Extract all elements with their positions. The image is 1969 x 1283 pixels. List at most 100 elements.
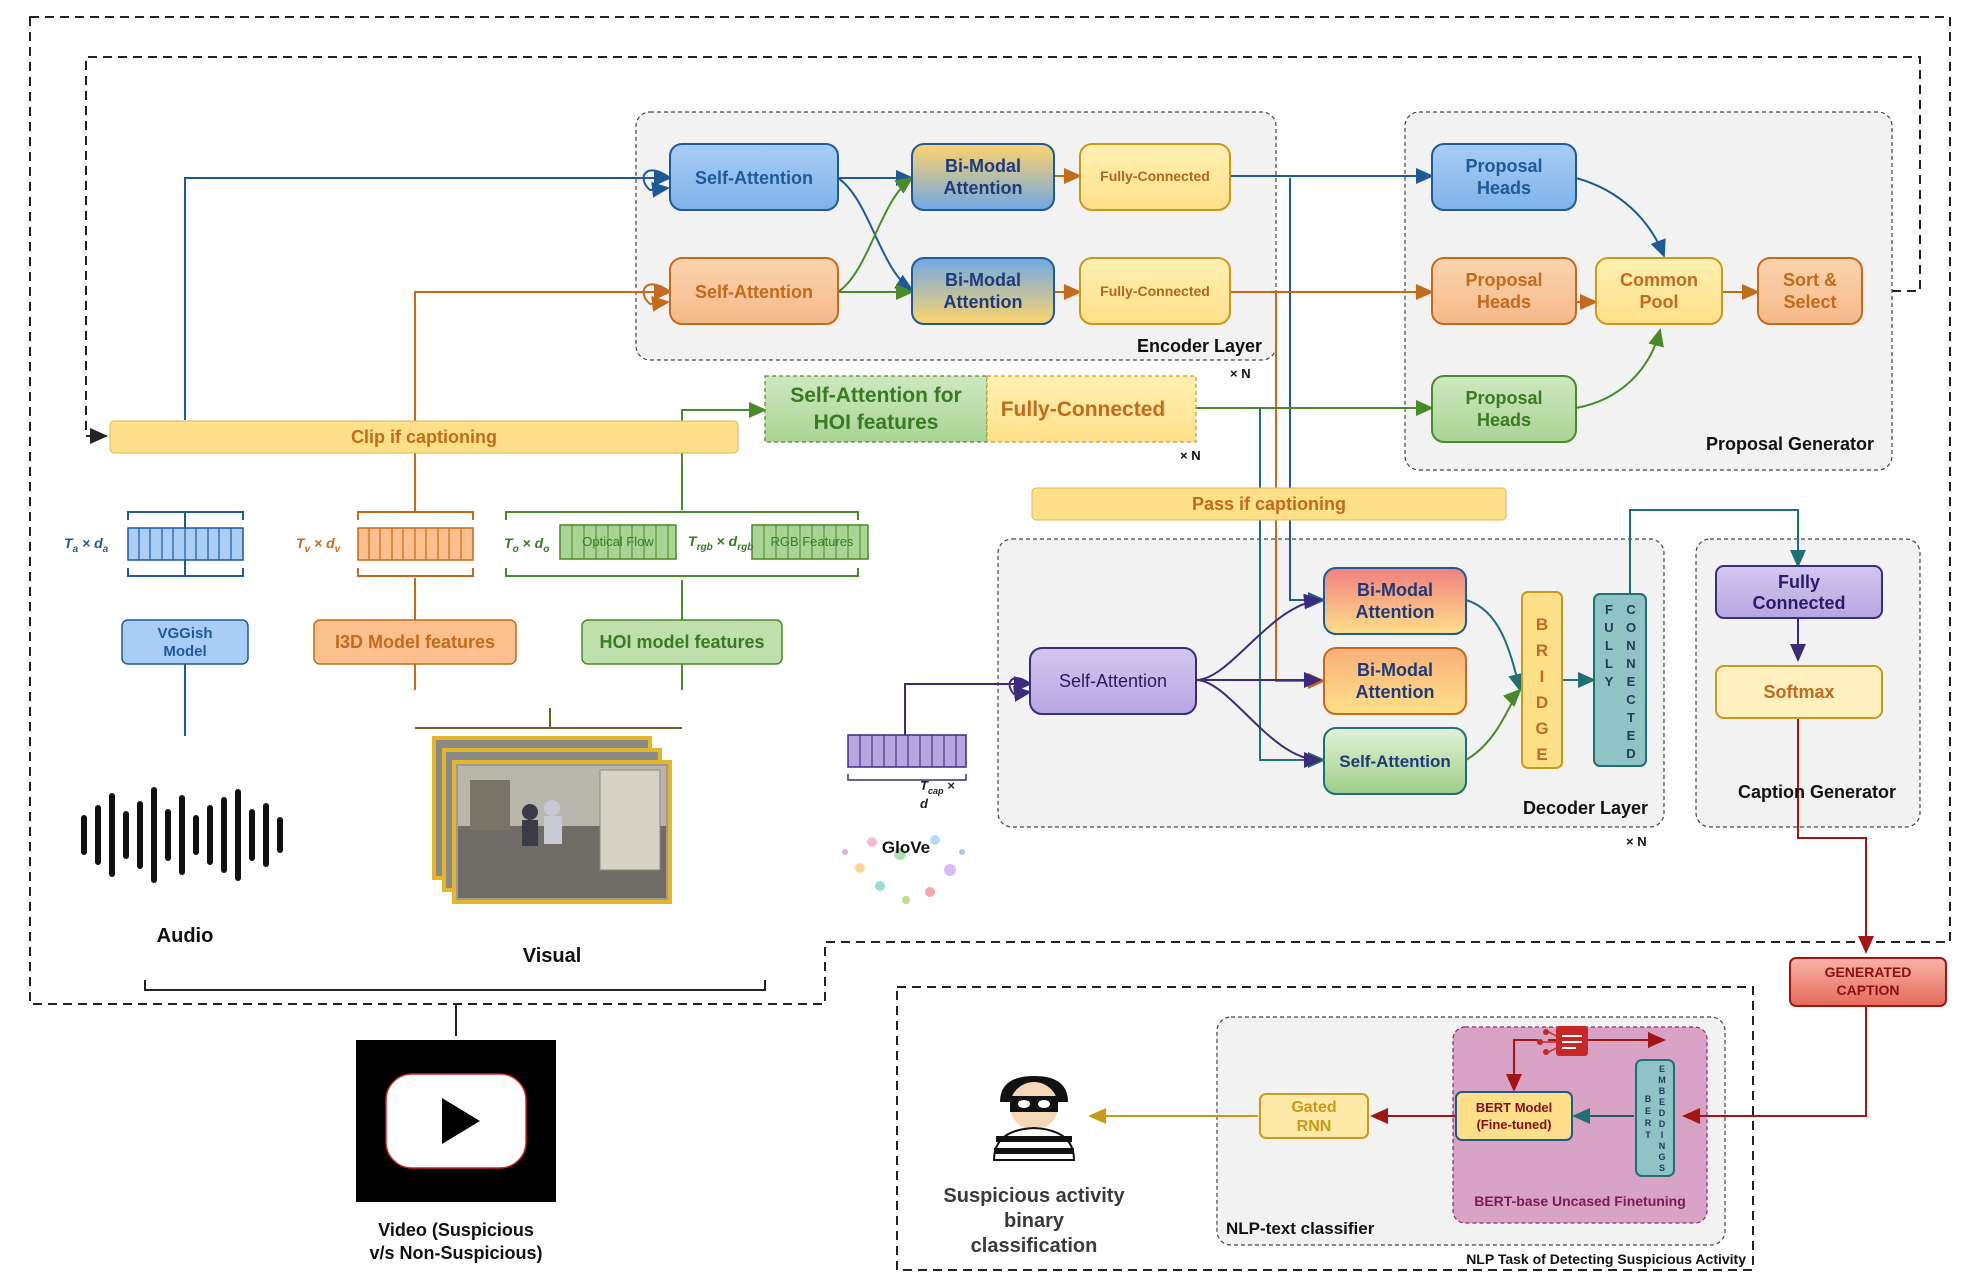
encoder-self-attention-audio (669, 143, 839, 211)
rgb-features-label: RGB Features (770, 534, 854, 549)
rgb-dim-t: T (688, 533, 698, 549)
hoi-fully-connected (986, 375, 1197, 443)
encoder-self-attention-visual (669, 257, 839, 325)
decoder-bimodal-mid-line1: Bi-Modal (1357, 660, 1433, 680)
encoder-bimodal-top-line1: Bi-Modal (945, 156, 1021, 176)
audio-label: Audio (157, 925, 214, 947)
hoi-model-box (581, 619, 783, 665)
rgb-dim-d-sub: rgb (737, 542, 753, 553)
decoder-layer-label: Decoder Layer (1523, 798, 1648, 818)
svg-text:R: R (1645, 1118, 1652, 1128)
visual-dim-t: T (296, 535, 306, 551)
hoi-self-attention-line2: HOI features (814, 411, 939, 434)
svg-text:M: M (1658, 1075, 1666, 1085)
audio-feature-strip (127, 511, 244, 577)
gated-rnn-box (1259, 1093, 1369, 1139)
decoder-repeat-label: × N (1626, 834, 1647, 849)
clip-bar-label: Clip if captioning (351, 427, 497, 447)
visual-dim-d-sub: v (335, 544, 342, 555)
decoder-self-attention (1029, 647, 1197, 715)
hoi-dim-d: d (535, 535, 544, 551)
nlp-classifier-label: NLP-text classifier (1226, 1219, 1375, 1238)
encoder-bimodal-bottom-line1: Bi-Modal (945, 270, 1021, 290)
decoder-self-attention-bottom-label: Self-Attention (1339, 752, 1450, 771)
rgb-dim-t-sub: rgb (697, 542, 713, 553)
audio-waveform-icon (81, 787, 283, 883)
svg-text:D: D (1659, 1119, 1666, 1129)
svg-text:D: D (1626, 746, 1635, 761)
encoder-self-attention-visual-label: Self-Attention (695, 282, 813, 302)
svg-text:I: I (1661, 1130, 1664, 1140)
proposal-generator-label: Proposal Generator (1706, 434, 1874, 454)
pass-bar (1031, 487, 1507, 521)
feedback-dashed-loop (85, 56, 1921, 444)
result-line1: Suspicious activity (943, 1185, 1125, 1207)
svg-text:B: B (1645, 1094, 1652, 1104)
svg-text:T: T (1645, 1130, 1651, 1140)
common-pool (1595, 257, 1723, 325)
i3d-model-box (313, 619, 517, 665)
decoder-bimodal-mid (1323, 647, 1467, 715)
svg-text:Ta × da: Ta × da (64, 535, 109, 555)
svg-text:Tv × dv: Tv × dv (296, 535, 342, 555)
audio-dim-t-sub: a (73, 544, 79, 555)
svg-text:I: I (1540, 667, 1545, 686)
result-line2: binary (1004, 1210, 1065, 1232)
svg-text:F: F (1605, 602, 1613, 617)
svg-text:D: D (1536, 693, 1548, 712)
svg-text:N: N (1626, 656, 1635, 671)
hoi-self-attention (764, 375, 988, 443)
common-pool-line2: Pool (1640, 292, 1679, 312)
visual-dim-t-sub: v (305, 544, 312, 555)
hoi-model-label: HOI model features (599, 632, 764, 652)
hoi-self-attention-line1: Self-Attention for (790, 384, 961, 407)
svg-text:T: T (1627, 710, 1635, 725)
audio-dim-d: d (94, 535, 103, 551)
video-line2: v/s Non-Suspicious) (369, 1243, 542, 1263)
outer-dashed-frame (29, 16, 1951, 1005)
svg-text:N: N (1659, 1141, 1666, 1151)
glove-label: GloVe (882, 838, 930, 857)
proposal-heads-mid-line1: Proposal (1465, 270, 1542, 290)
svg-text:E: E (1536, 745, 1547, 764)
decoder-self-attention-bottom (1323, 727, 1467, 795)
svg-text:N: N (1626, 638, 1635, 653)
i3d-label: I3D Model features (335, 632, 495, 652)
svg-text:G: G (1658, 1152, 1665, 1162)
caption-dim-t: T (920, 778, 929, 793)
svg-text:To × do: To × do (504, 535, 549, 555)
bridge-box (1521, 591, 1563, 769)
burglar-icon (992, 1076, 1076, 1161)
hoi-fully-connected-label: Fully-Connected (1001, 398, 1166, 421)
glove-word-cloud-image (842, 835, 965, 904)
generated-caption-box (1789, 957, 1947, 1007)
embedding-letters: E M B E D D I N G S (1658, 1064, 1666, 1173)
bert-model-line1: BERT Model (1476, 1100, 1553, 1115)
nlp-task-frame (896, 986, 1754, 1271)
audio-dim-t: T (64, 535, 74, 551)
encoder-bimodal-top (911, 143, 1055, 211)
encoder-fc-bottom (1079, 257, 1231, 325)
bert-model-line2: (Fine-tuned) (1476, 1117, 1551, 1132)
decoder-bimodal-top-line1: Bi-Modal (1357, 580, 1433, 600)
svg-text:D: D (1659, 1108, 1666, 1118)
encoder-bimodal-top-line2: Attention (944, 178, 1023, 198)
svg-text:L: L (1605, 656, 1613, 671)
optical-flow-label: Optical Flow (582, 534, 654, 549)
generated-caption-line1: GENERATED (1825, 964, 1912, 980)
encoder-fc-top (1079, 143, 1231, 211)
gated-rnn-line1: Gated (1291, 1099, 1336, 1116)
gated-rnn-line2: RNN (1297, 1118, 1332, 1135)
decoder-bimodal-top-line2: Attention (1356, 602, 1435, 622)
svg-text:E: E (1627, 674, 1636, 689)
generated-caption-line2: CAPTION (1837, 982, 1900, 998)
svg-text:R: R (1536, 641, 1548, 660)
common-pool-line1: Common (1620, 270, 1698, 290)
encoder-self-attention-audio-label: Self-Attention (695, 168, 813, 188)
caption-generator-label: Caption Generator (1738, 782, 1896, 802)
decoder-bimodal-mid-line2: Attention (1356, 682, 1435, 702)
document-network-icon (1537, 1026, 1588, 1056)
svg-text:L: L (1605, 638, 1613, 653)
vggish-line2: Model (163, 643, 206, 660)
svg-text:Tcap ×: Tcap × (920, 778, 955, 796)
